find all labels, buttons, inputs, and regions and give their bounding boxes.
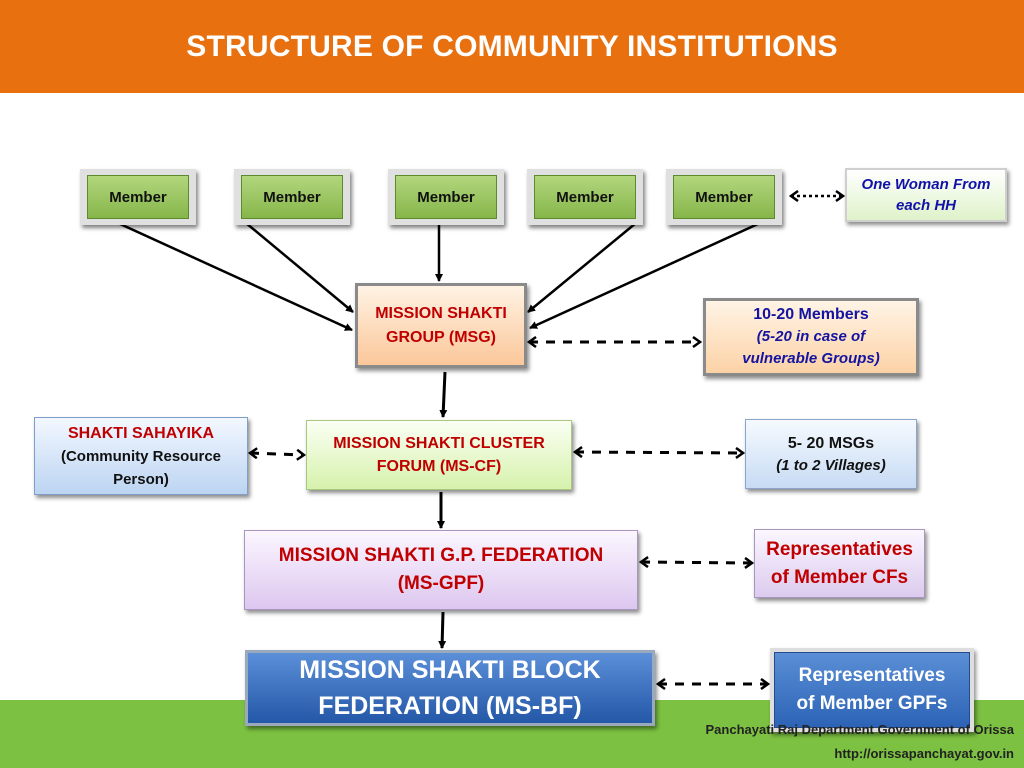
msgs-520-note: 5- 20 MSGs (1 to 2 Villages) bbox=[745, 419, 917, 489]
gpf-line-1: MISSION SHAKTI G.P. FEDERATION bbox=[278, 545, 604, 566]
arrow-member-5-to-msg bbox=[529, 221, 761, 330]
members-1020-note: 10-20 Members (5-20 in case of vulnerabl… bbox=[703, 298, 919, 376]
member-label: Member bbox=[395, 175, 497, 219]
mscf-line-1: MISSION SHAKTI CLUSTER bbox=[333, 435, 545, 452]
member-box-2: Member bbox=[234, 169, 350, 225]
page-title: STRUCTURE OF COMMUNITY INSTITUTIONS bbox=[186, 30, 838, 63]
msbf-line-2: FEDERATION (MS-BF) bbox=[318, 692, 582, 720]
members-1020-line-1: 10-20 Members bbox=[753, 306, 869, 323]
gpf-box: MISSION SHAKTI G.P. FEDERATION (MS-GPF) bbox=[244, 530, 638, 610]
sahayika-line-2: (Community Resource bbox=[60, 447, 222, 465]
msg-line-1: MISSION SHAKTI bbox=[375, 304, 507, 322]
members-1020-line-2: (5-20 in case of bbox=[756, 328, 866, 345]
member-label: Member bbox=[241, 175, 343, 219]
footer-department: Panchayati Raj Department Government of … bbox=[705, 722, 1014, 737]
arrow-sahayika-to-mscf bbox=[250, 453, 304, 455]
rep-gpf-line-1: Representatives bbox=[798, 665, 946, 686]
sahayika-line-1: SHAKTI SAHAYIKA bbox=[67, 424, 215, 442]
arrow-member-4-to-msg bbox=[527, 222, 637, 313]
msgs-520-line-1: 5- 20 MSGs bbox=[787, 434, 875, 452]
shakti-sahayika-box: SHAKTI SAHAYIKA (Community Resource Pers… bbox=[34, 417, 248, 495]
member-box-5: Member bbox=[666, 169, 782, 225]
member-box-4: Member bbox=[527, 169, 643, 225]
msg-box: MISSION SHAKTI GROUP (MSG) bbox=[355, 283, 527, 368]
one-woman-note: One Woman From each HH bbox=[845, 168, 1007, 222]
one-woman-line-1: One Woman From bbox=[861, 176, 991, 193]
member-box-3: Member bbox=[388, 169, 504, 225]
msbf-box: MISSION SHAKTI BLOCK FEDERATION (MS-BF) bbox=[245, 650, 655, 726]
rep-gpf-line-2: of Member GPFs bbox=[796, 693, 948, 714]
member-label: Member bbox=[673, 175, 775, 219]
rep-gpf-inner: Representatives of Member GPFs bbox=[774, 652, 970, 728]
one-woman-line-2: each HH bbox=[895, 197, 957, 214]
msg-line-2: GROUP (MSG) bbox=[386, 328, 496, 346]
footer-url: http://orissapanchayat.gov.in bbox=[834, 746, 1014, 761]
member-box-1: Member bbox=[80, 169, 196, 225]
rep-cf-line-2: of Member CFs bbox=[770, 566, 909, 588]
rep-cf-note: Representatives of Member CFs bbox=[754, 529, 925, 598]
msbf-line-1: MISSION SHAKTI BLOCK bbox=[299, 656, 601, 684]
arrow-msg-to-mscf bbox=[439, 371, 448, 418]
arrow-gpf-to-msbf bbox=[438, 611, 447, 649]
title-bar: STRUCTURE OF COMMUNITY INSTITUTIONS bbox=[0, 0, 1024, 93]
mscf-line-2: FORUM (MS-CF) bbox=[376, 458, 502, 475]
arrow-gpf-to-rep-cf bbox=[641, 562, 752, 563]
gpf-line-2: (MS-GPF) bbox=[397, 573, 485, 594]
members-1020-line-3: vulnerable Groups) bbox=[742, 350, 880, 367]
rep-gpf-note: Representatives of Member GPFs bbox=[770, 648, 974, 732]
arrow-mscf-to-msgs520 bbox=[575, 452, 743, 453]
msgs-520-line-2: (1 to 2 Villages) bbox=[776, 456, 886, 474]
arrow-member-2-to-msg bbox=[245, 222, 354, 313]
member-label: Member bbox=[87, 175, 189, 219]
arrow-member-1-to-msg bbox=[117, 221, 353, 332]
mscf-box: MISSION SHAKTI CLUSTER FORUM (MS-CF) bbox=[306, 420, 572, 490]
sahayika-line-3: Person) bbox=[113, 470, 169, 488]
member-label: Member bbox=[534, 175, 636, 219]
rep-cf-line-1: Representatives bbox=[766, 538, 913, 560]
